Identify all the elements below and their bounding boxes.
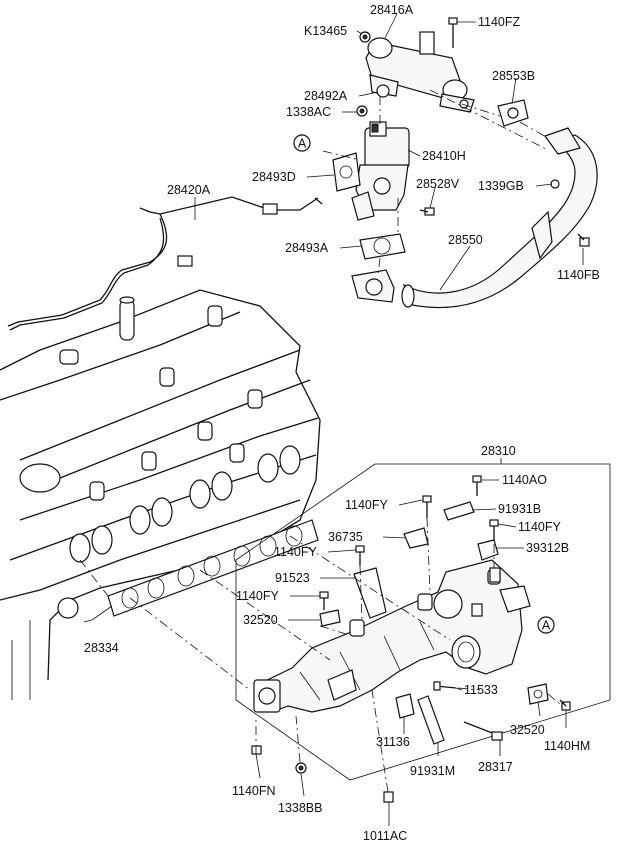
label-36735: 36735 bbox=[328, 530, 363, 544]
gasket-32520-b bbox=[527, 683, 549, 705]
label-28416A: 28416A bbox=[370, 3, 414, 17]
leader-lines bbox=[83, 13, 584, 826]
bolt-1140FY-c bbox=[355, 545, 365, 566]
label-28310: 28310 bbox=[481, 444, 516, 458]
heat-shield-91523 bbox=[353, 567, 387, 619]
svg-text:A: A bbox=[298, 137, 307, 151]
bracket-36735 bbox=[403, 527, 429, 549]
part-labels: 28416A K13465 1140FZ 28492A 28553B 1338A… bbox=[84, 3, 600, 843]
bolt-1140FY-a bbox=[489, 519, 499, 540]
label-1338BB: 1338BB bbox=[278, 801, 322, 815]
bolt-1140FZ bbox=[448, 17, 458, 48]
gasket-28493D bbox=[332, 152, 361, 192]
label-28492A: 28492A bbox=[304, 89, 348, 103]
bolt-28528V bbox=[419, 207, 435, 216]
egr-valve-28410H bbox=[351, 121, 410, 221]
bracket-31136 bbox=[395, 693, 415, 719]
label-1140FY-4: 1140FY bbox=[236, 589, 280, 603]
exhaust-manifold bbox=[253, 559, 531, 713]
label-28410H: 28410H bbox=[422, 149, 466, 163]
nut-1338BB bbox=[295, 762, 307, 774]
bracket-91931M bbox=[417, 695, 445, 745]
callout-a-bottom: A bbox=[537, 616, 555, 634]
assembly-outline-28310 bbox=[235, 463, 611, 781]
callout-a-top: A bbox=[293, 134, 311, 152]
label-28493D: 28493D bbox=[252, 170, 296, 184]
label-39312B: 39312B bbox=[526, 541, 569, 555]
bracket-91931B bbox=[443, 501, 475, 521]
bolt-1011AC bbox=[383, 791, 394, 803]
label-28317: 28317 bbox=[478, 760, 513, 774]
label-91931M: 91931M bbox=[410, 764, 455, 778]
tube-28420A bbox=[7, 196, 323, 331]
label-28420A: 28420A bbox=[167, 183, 211, 197]
bolt-K13465 bbox=[359, 31, 371, 43]
bolt-1140FN bbox=[251, 745, 262, 755]
label-1140FZ: 1140FZ bbox=[478, 15, 521, 29]
bolt-1339GB bbox=[550, 179, 560, 189]
bolt-1140FY-b bbox=[422, 495, 432, 518]
label-28334: 28334 bbox=[84, 641, 119, 655]
label-1011AC: 1011AC bbox=[363, 829, 407, 843]
label-1140HM: 1140HM bbox=[544, 739, 590, 753]
label-91523: 91523 bbox=[275, 571, 310, 585]
bolt-1140FB bbox=[577, 233, 590, 247]
engine-cylinder-head bbox=[0, 289, 321, 700]
egr-cooler-28416A bbox=[365, 31, 475, 113]
gasket-28334 bbox=[107, 519, 319, 617]
bolt-1140HM bbox=[559, 699, 571, 711]
bolt-1140FY-d bbox=[319, 591, 329, 610]
label-1140FY-1: 1140FY bbox=[345, 498, 389, 512]
label-11533: 11533 bbox=[464, 683, 498, 697]
label-1338AC: 1338AC bbox=[286, 105, 331, 119]
label-32520-2: 32520 bbox=[510, 723, 545, 737]
label-1140AO: 1140AO bbox=[502, 473, 547, 487]
gasket-28493A bbox=[359, 233, 406, 260]
gasket-32520-a bbox=[319, 609, 341, 627]
label-1140FY-2: 1140FY bbox=[518, 520, 562, 534]
gasket-28553B bbox=[497, 99, 529, 127]
label-91931B: 91931B bbox=[498, 502, 541, 516]
label-1140FB: 1140FB bbox=[557, 268, 600, 282]
sensor-39312B bbox=[477, 539, 501, 583]
label-31136: 31136 bbox=[376, 735, 410, 749]
label-1339GB: 1339GB bbox=[478, 179, 524, 193]
label-32520-1: 32520 bbox=[243, 613, 278, 627]
nut-1338AC bbox=[356, 105, 368, 117]
bolt-1140AO bbox=[472, 475, 482, 496]
alignment-lines bbox=[79, 89, 561, 793]
label-K13465: K13465 bbox=[304, 24, 347, 38]
label-28553B: 28553B bbox=[492, 69, 535, 83]
egr-pipe-28550 bbox=[351, 127, 598, 309]
gasket-28492A bbox=[376, 84, 390, 98]
label-1140FN: 1140FN bbox=[232, 784, 276, 798]
label-28528V: 28528V bbox=[416, 177, 460, 191]
label-1140FY-3: 1140FY bbox=[274, 545, 318, 559]
label-28493A: 28493A bbox=[285, 241, 329, 255]
label-28550: 28550 bbox=[448, 233, 483, 247]
svg-text:A: A bbox=[542, 619, 551, 633]
stud-28317 bbox=[463, 721, 503, 741]
stud-11533 bbox=[433, 681, 457, 691]
